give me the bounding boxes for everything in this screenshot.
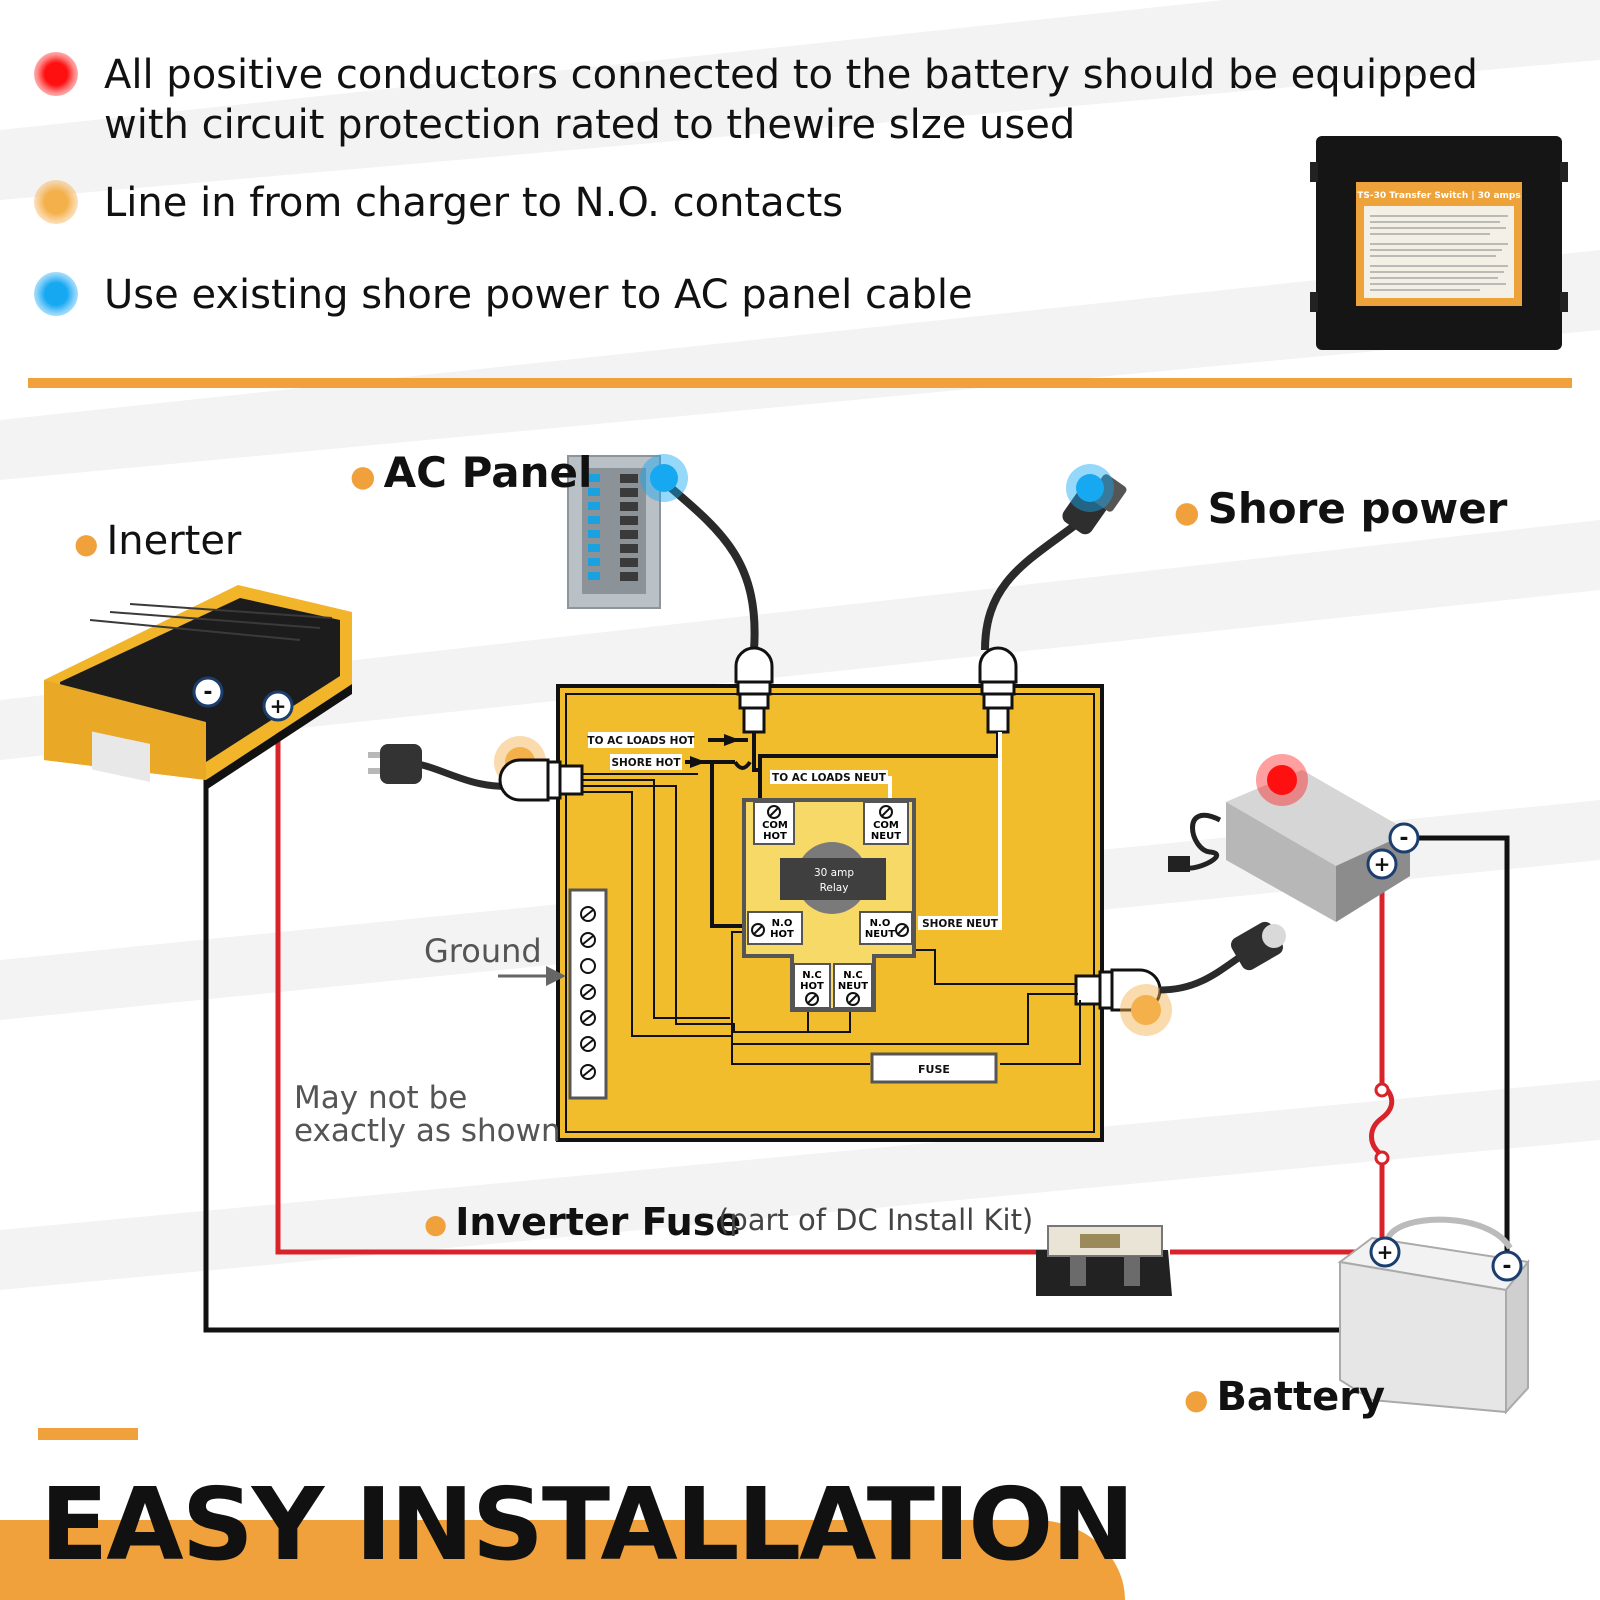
terminal-com-neut: COM NEUT (863, 801, 909, 845)
svg-text:COM: COM (762, 820, 788, 831)
legend-text-blue: Use existing shore power to AC panel cab… (104, 272, 973, 318)
transfer-switch-product-image: TS-30 Transfer Switch | 30 amps (1310, 136, 1568, 350)
box-fuse (870, 1052, 998, 1084)
label-shore-hot: SHORE HOT (611, 757, 681, 769)
ac-loads-connector (734, 646, 774, 734)
label-inverter-fuse-sub: (part of DC Install Kit) (718, 1203, 1034, 1237)
battery-charger-image (1168, 770, 1410, 922)
terminal-nc-neut: N.C NEUT (833, 963, 873, 1009)
section-divider (28, 378, 1572, 388)
ground-terminal-strip (568, 888, 608, 1100)
ac-panel-image (567, 455, 661, 609)
headline: EASY INSTALLATION (40, 1466, 1135, 1583)
svg-text:N.O: N.O (870, 918, 891, 929)
svg-text:COM: COM (873, 820, 899, 831)
label-inverter-fuse: ●Inverter Fuse (424, 1200, 742, 1244)
blue-dot-icon (34, 272, 78, 316)
battery-positive-terminal: + (1377, 1240, 1394, 1264)
svg-text:N.C: N.C (843, 970, 863, 981)
label-ground: Ground (424, 932, 542, 970)
note-line-1: May not be (294, 1080, 468, 1116)
headline-background-bar (0, 1520, 1125, 1600)
legend-item-red: All positive conductors connected to the… (34, 50, 1524, 150)
ac-panel-cable (661, 478, 759, 651)
svg-text:NEUT: NEUT (838, 981, 868, 992)
label-inverter: ●Inerter (74, 518, 242, 564)
terminal-no-neut: N.O NEUT (859, 911, 913, 945)
inverter-ac-plug-icon (368, 744, 422, 784)
inverter-negative-terminal: - (203, 680, 212, 705)
product-label-title: TS-30 Transfer Switch | 30 amps (1357, 191, 1520, 201)
label-shore-power: ●Shore power (1174, 484, 1508, 533)
inverter-fuse-image (1036, 1225, 1172, 1296)
relay-assembly: 30 amp Relay (742, 798, 916, 1012)
legend-text-red: All positive conductors connected to the… (104, 52, 1478, 148)
ground-arrow-icon (546, 966, 566, 986)
inverter-input-connector (498, 758, 584, 802)
label-battery: ●Battery (1184, 1374, 1386, 1420)
orange-dot-icon (34, 180, 78, 224)
svg-text:HOT: HOT (770, 929, 794, 940)
shore-connector (978, 646, 1018, 734)
label-to-ac-loads-hot: TO AC LOADS HOT (587, 735, 695, 747)
svg-text:N.C: N.C (802, 970, 822, 981)
relay-label-line1: 30 amp (814, 867, 854, 879)
relay-label-line2: Relay (820, 882, 849, 894)
label-shore-neut: SHORE NEUT (922, 918, 999, 930)
label-to-ac-loads-neut: TO AC LOADS NEUT (772, 772, 887, 784)
legend-item-orange: Line in from charger to N.O. contacts (34, 178, 1524, 228)
svg-text:NEUT: NEUT (871, 831, 901, 842)
shore-power-cable (981, 516, 1085, 651)
terminal-no-hot: N.O HOT (747, 911, 803, 945)
charger-negative-terminal: - (1399, 826, 1408, 851)
red-dot-icon (34, 52, 78, 96)
svg-text:N.O: N.O (772, 918, 793, 929)
terminal-com-hot: COM HOT (753, 801, 795, 845)
battery-negative-terminal: - (1502, 1254, 1511, 1279)
box-fuse-label: FUSE (918, 1063, 950, 1076)
legend-text-orange: Line in from charger to N.O. contacts (104, 180, 844, 226)
note-line-2: exactly as shown (294, 1113, 561, 1149)
charger-positive-terminal: + (1374, 852, 1391, 876)
svg-text:HOT: HOT (763, 831, 787, 842)
headline-accent-rule (38, 1428, 138, 1440)
legend-item-blue: Use existing shore power to AC panel cab… (34, 270, 1524, 320)
svg-text:NEUT: NEUT (865, 929, 895, 940)
terminal-nc-hot: N.C HOT (793, 963, 831, 1009)
label-ac-panel: ●AC Panel (350, 448, 593, 497)
charger-outlet-icon (1231, 921, 1286, 971)
inverter-positive-terminal: + (270, 694, 287, 718)
svg-text:HOT: HOT (800, 981, 824, 992)
